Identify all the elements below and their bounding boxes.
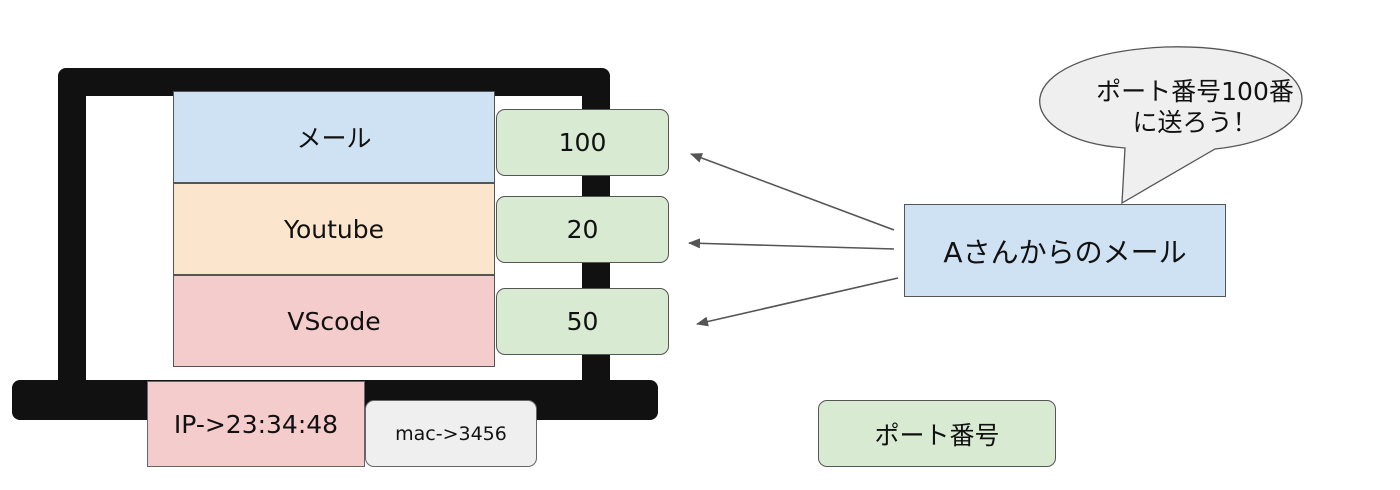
app-mail-box: メール [173,91,495,183]
mac-address-box: mac->3456 [365,400,537,467]
app-youtube-box: Youtube [173,183,495,275]
incoming-mail-label: Aさんからのメール [943,235,1187,269]
port-box-mail: 100 [496,109,669,176]
port-box-youtube: 20 [496,196,669,263]
ip-address-box: IP->23:34:48 [147,381,365,467]
app-vscode-label: VScode [287,306,381,336]
speech-bubble-line-1: ポート番号100番 [1096,77,1294,106]
port-vscode-label: 50 [566,307,599,336]
mac-address-label: mac->3456 [395,422,507,445]
ip-address-label: IP->23:34:48 [173,409,339,439]
speech-bubble-text: ポート番号100番 に送ろう！ [1060,72,1330,142]
port-box-vscode: 50 [496,288,669,355]
arrow-to-port-100 [690,153,895,231]
arrow-to-port-50 [696,277,899,327]
port-mail-label: 100 [558,128,607,157]
arrow-to-port-20 [688,238,895,250]
app-vscode-box: VScode [173,275,495,367]
port-youtube-label: 20 [566,215,599,244]
speech-bubble-line-2: に送ろう！ [1132,108,1258,137]
incoming-mail-box: Aさんからのメール [904,204,1226,297]
legend-port-number: ポート番号 [818,400,1056,467]
app-mail-label: メール [296,124,372,153]
speech-bubble [1039,46,1303,205]
app-youtube-label: Youtube [284,214,384,244]
legend-port-number-label: ポート番号 [874,420,1000,450]
